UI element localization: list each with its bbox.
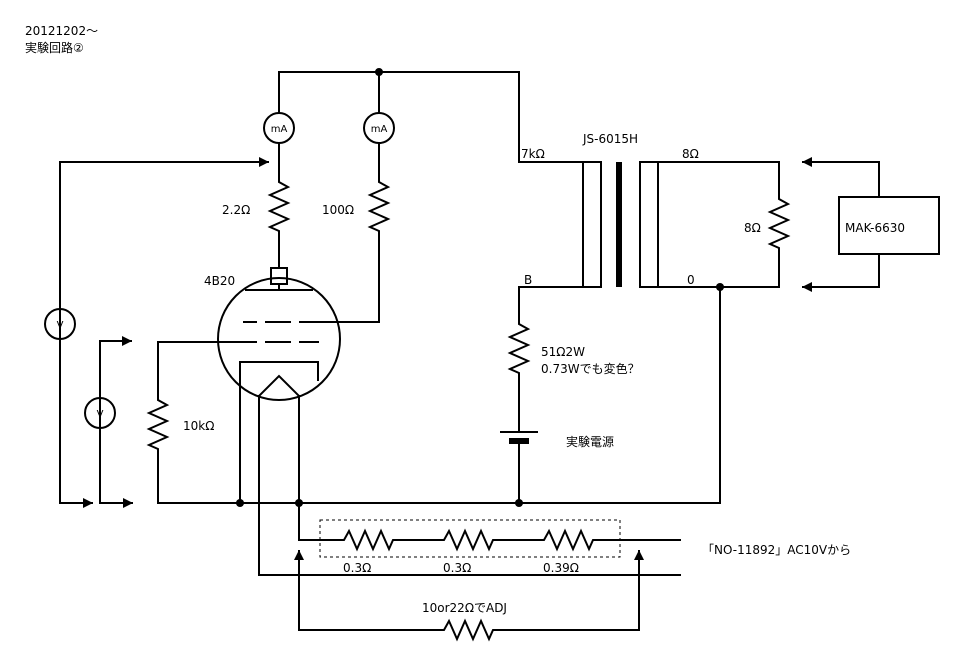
label-power-supply: 実験電源 [566,434,614,449]
label-2-2-ohm: 2.2Ω [222,203,250,217]
label-primary-b: B [524,273,532,287]
ma-meter-right: mA [363,112,395,144]
svg-text:mA: mA [271,124,288,135]
battery-symbol [500,431,538,504]
label-0-39-ohm: 0.39Ω [543,561,579,575]
label-secondary-0: 0 [687,273,695,287]
label-load-8: 8Ω [744,221,761,235]
transformer-js-6015h [582,161,780,288]
svg-text:V: V [57,320,64,331]
label-100-ohm: 100Ω [322,203,354,217]
voltmeter-inner: V [84,336,133,508]
label-tube: 4B20 [204,274,235,288]
label-primary-7k: 7kΩ [521,147,545,161]
resistor-10k-ohm [146,395,170,455]
label-ac-source: 「NO-11892」AC10Vから [702,543,851,557]
resistor-8-ohm-load [767,194,791,254]
svg-text:mA: mA [371,124,388,135]
label-mak: MAK-6630 [845,221,905,235]
label-51-ohm-line2: 0.73Wでも変色？ [541,361,640,376]
adj-resistor [294,550,644,642]
top-plate-bus [278,68,584,163]
header-title: 実験回路② [25,40,84,55]
mak-6630-box [802,157,940,292]
resistor-2-2-ohm [267,177,291,237]
svg-text:V: V [97,409,104,420]
label-51-ohm-line1: 51Ω2W [541,345,585,359]
label-transformer: JS-6015H [582,132,638,146]
tube-4b20 [217,267,341,401]
ma-meter-left: mA [263,112,295,144]
resistor-100-ohm [367,177,391,237]
label-adj: 10or22ΩでADJ [422,601,507,615]
header-date: 20121202～ [25,24,98,38]
voltmeter-outer: V [44,157,269,508]
ground-bus [157,283,724,507]
resistor-51-ohm [507,319,531,379]
label-0-3-ohm-b: 0.3Ω [443,561,471,575]
label-10k-ohm: 10kΩ [183,419,214,433]
label-0-3-ohm-a: 0.3Ω [343,561,371,575]
heater-resistor-chain [298,519,681,558]
label-secondary-8: 8Ω [682,147,699,161]
